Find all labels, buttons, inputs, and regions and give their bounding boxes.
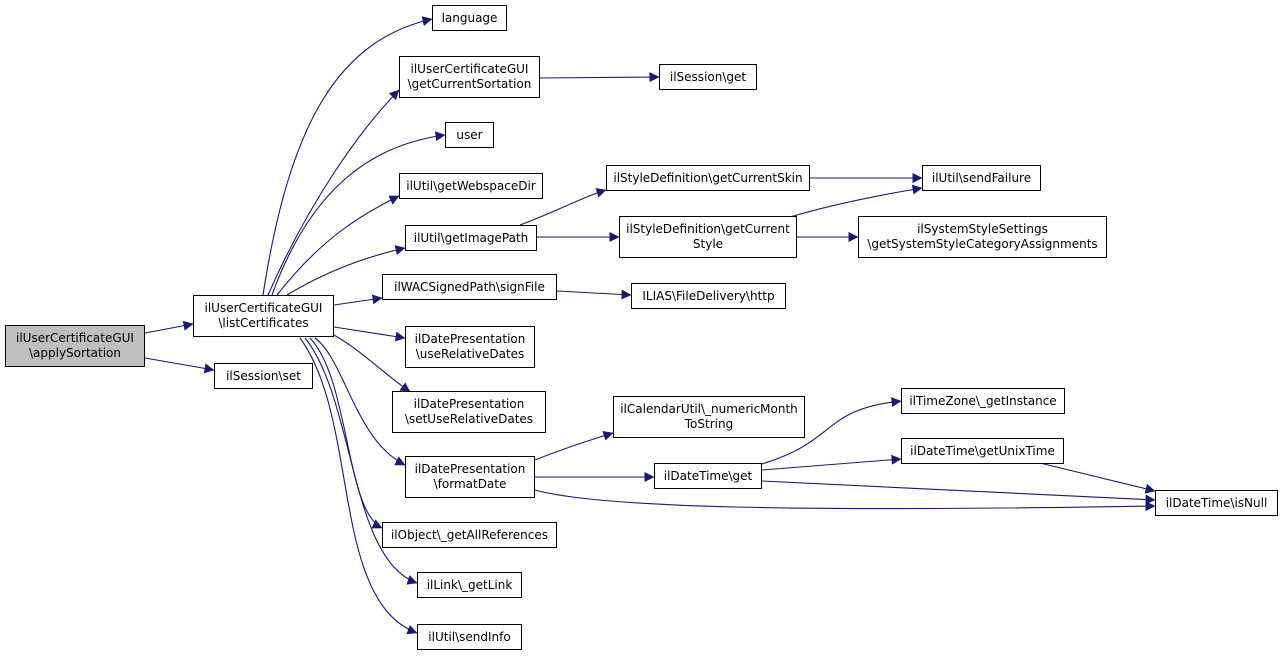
node-get-webspace-dir[interactable]: ilUtil\getWebspaceDir [399, 173, 543, 199]
edge-listcertificates-formatdate [314, 337, 406, 466]
node-format-date[interactable]: ilDatePresentation \formatDate [405, 456, 535, 498]
edge-datetimeget-timezone [761, 397, 902, 465]
node-get-current-skin[interactable]: ilStyleDefinition\getCurrentSkin [606, 165, 810, 191]
node-set-use-relative-dates[interactable]: ilDatePresentation \setUseRelativeDates [392, 391, 546, 433]
edge-applysortation-listcertificates [144, 320, 194, 334]
edge-listcertificates-userelativedates [333, 326, 406, 342]
edge-listcertificates-getallreferences [309, 337, 383, 529]
edge-listcertificates-signfile [333, 294, 383, 306]
edge-datetimeget-isnull [761, 480, 1156, 505]
node-file-delivery-http[interactable]: ILIAS\FileDelivery\http [631, 283, 786, 309]
edge-listcertificates-getcurrentsortation [267, 89, 400, 296]
edge-listcertificates-getwebspacedir [276, 195, 400, 296]
node-use-relative-dates[interactable]: ilDatePresentation \useRelativeDates [405, 326, 535, 368]
node-numeric-month[interactable]: ilCalendarUtil\_numericMonth ToString [613, 396, 805, 438]
node-send-info[interactable]: ilUtil\sendInfo [417, 624, 522, 650]
node-list-certificates[interactable]: ilUserCertificateGUI \listCertificates [193, 295, 334, 337]
edge-listcertificates-user [271, 131, 446, 296]
edge-listcertificates-setuserelativedates [333, 334, 411, 393]
edge-listcertificates-language [262, 16, 433, 296]
edge-listcertificates-getimagepath [286, 245, 406, 296]
node-session-get[interactable]: ilSession\get [659, 64, 757, 90]
edge-getcurrentstyle-sendfailure [789, 184, 923, 218]
node-send-failure[interactable]: ilUtil\sendFailure [922, 165, 1041, 191]
node-get-unix-time[interactable]: ilDateTime\getUnixTime [901, 438, 1064, 464]
edge-signfile-http [556, 289, 632, 300]
node-user[interactable]: user [445, 122, 494, 148]
node-datetime-get[interactable]: ilDateTime\get [654, 463, 762, 489]
edge-datetimeget-getunixtime [761, 454, 902, 471]
node-timezone-get-instance[interactable]: ilTimeZone\_getInstance [901, 388, 1065, 414]
node-get-link[interactable]: ilLink\_getLink [417, 572, 522, 598]
edge-formatdate-isnull [534, 489, 1156, 512]
node-is-null[interactable]: ilDateTime\isNull [1155, 490, 1278, 516]
node-apply-sortation[interactable]: ilUserCertificateGUI \applySortation [5, 325, 145, 367]
edge-getimagepath-getcurrentskin [519, 188, 607, 226]
node-session-set[interactable]: ilSession\set [214, 363, 313, 389]
node-system-style-settings[interactable]: ilSystemStyleSettings \getSystemStyleCat… [858, 216, 1107, 258]
edge-formatdate-numericmonth [534, 430, 614, 461]
node-get-all-references[interactable]: ilObject\_getAllReferences [382, 522, 557, 548]
node-get-image-path[interactable]: ilUtil\getImagePath [405, 225, 537, 251]
node-sign-file[interactable]: ilWACSignedPath\signFile [382, 274, 557, 300]
edge-applysortation-session-set [144, 357, 215, 374]
node-get-current-sortation[interactable]: ilUserCertificateGUI \getCurrentSortatio… [399, 56, 540, 98]
edge-getunixtime-isnull [1039, 462, 1156, 494]
edge-getcurrentsortation-sessionget [539, 72, 660, 83]
edge-listcertificates-sendinfo [299, 337, 418, 635]
node-language[interactable]: language [432, 5, 507, 31]
node-get-current-style[interactable]: ilStyleDefinition\getCurrent Style [619, 216, 797, 258]
edge-listcertificates-getlink [304, 337, 418, 585]
